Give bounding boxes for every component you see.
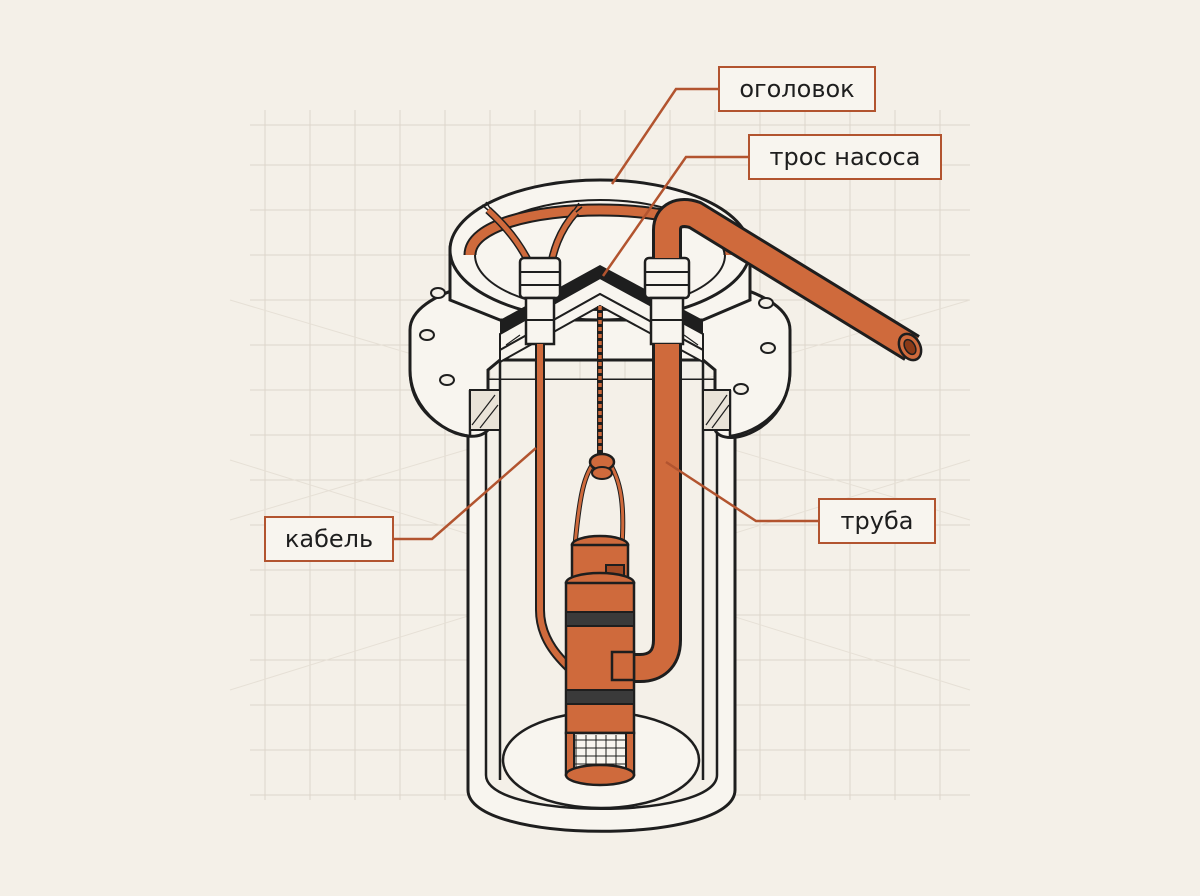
- label-pipe: труба: [818, 498, 936, 544]
- cable-gland-right: [645, 258, 689, 344]
- leader-head: [612, 89, 718, 184]
- submersible-pump: [566, 536, 634, 785]
- label-cable: кабель: [264, 516, 394, 562]
- label-head: оголовок: [718, 66, 876, 112]
- label-rope: трос насоса: [748, 134, 942, 180]
- cable-gland-left: [520, 258, 560, 344]
